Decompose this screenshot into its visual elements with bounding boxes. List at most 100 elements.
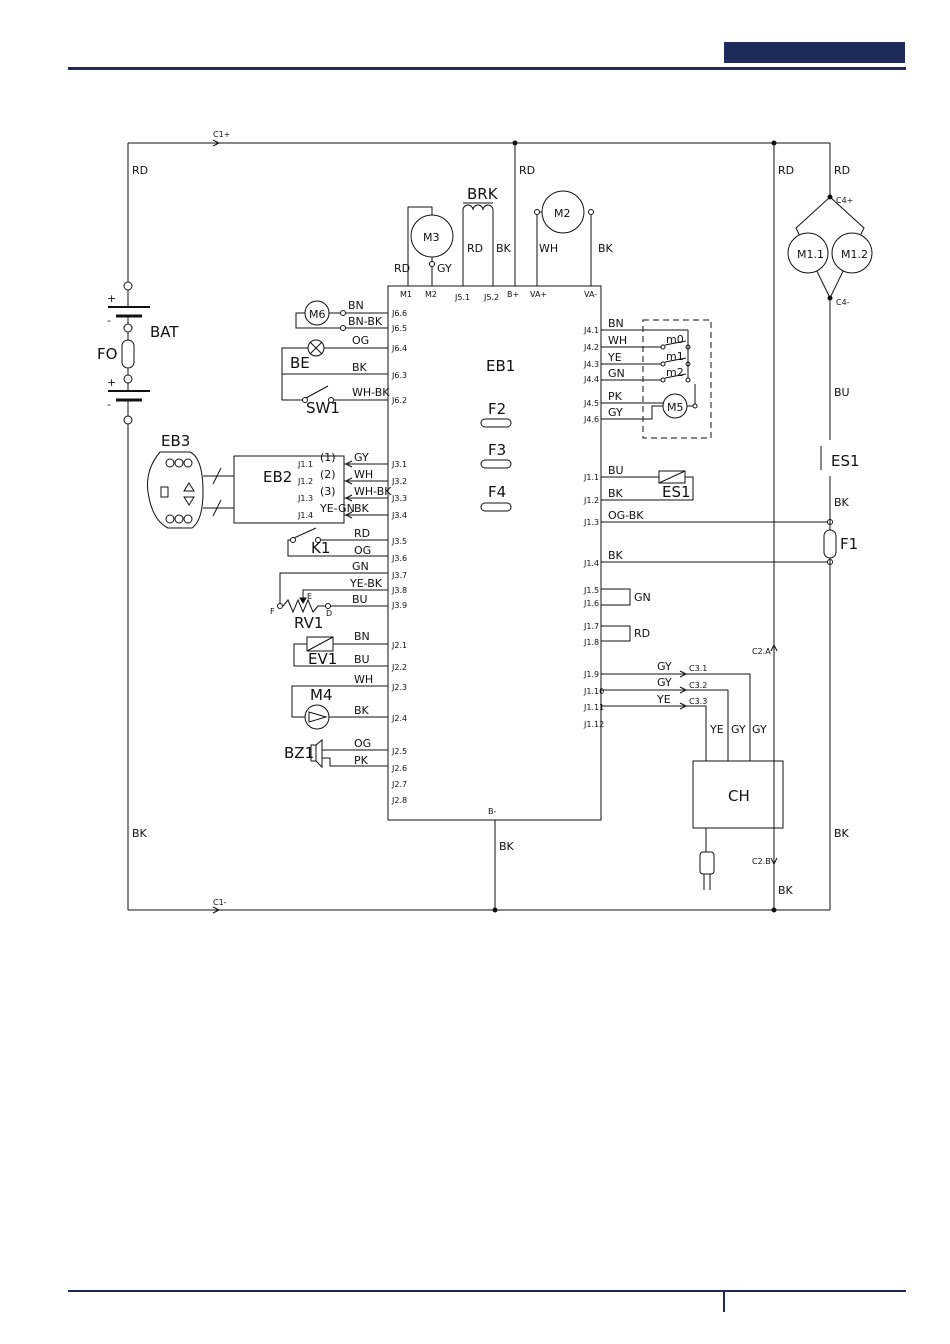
svg-text:YE-BK: YE-BK (349, 577, 383, 590)
svg-text:WH: WH (354, 673, 373, 686)
brake-brk: BRK RD BK (462, 185, 512, 286)
svg-text:CH: CH (728, 787, 750, 805)
svg-text:J2.1: J2.1 (391, 641, 407, 650)
svg-text:RD: RD (467, 242, 483, 255)
svg-text:BK: BK (496, 242, 512, 255)
svg-text:OG-BK: OG-BK (608, 509, 644, 522)
svg-text:RD: RD (394, 262, 410, 275)
svg-text:M3: M3 (423, 231, 440, 244)
svg-text:J2.4: J2.4 (391, 714, 407, 723)
svg-text:F4: F4 (488, 483, 506, 501)
svg-text:J5.1: J5.1 (454, 293, 470, 302)
svg-text:OG: OG (352, 334, 369, 347)
pump-m4: M4 WH BK (291, 673, 388, 730)
svg-text:+: + (107, 292, 116, 305)
svg-text:J4.6: J4.6 (583, 415, 599, 424)
svg-text:BK: BK (778, 884, 794, 897)
svg-text:BZ1: BZ1 (284, 744, 314, 762)
svg-text:J3.5: J3.5 (391, 537, 407, 546)
svg-text:RD: RD (778, 164, 794, 177)
svg-text:ES1: ES1 (662, 483, 691, 501)
svg-text:-: - (107, 314, 111, 327)
battery: + - + - BAT FO (97, 281, 179, 425)
svg-text:VA-: VA- (584, 290, 597, 299)
svg-text:BK: BK (834, 496, 850, 509)
valve-ev1: BN BU EV1 (293, 630, 388, 668)
svg-text:WH-BK: WH-BK (352, 386, 390, 399)
potentiometer-rv1: GN YE-BK BU F E D RV1 (270, 560, 388, 632)
svg-text:D: D (326, 609, 332, 618)
right-connector-pins: J4.1 J4.2 J4.3 J4.4 J4.5 J4.6 J1.1 J1.2 … (583, 326, 604, 729)
svg-text:(3): (3) (320, 485, 336, 498)
svg-text:GY: GY (608, 406, 623, 419)
svg-text:F1: F1 (840, 535, 858, 553)
svg-text:BK: BK (499, 840, 515, 853)
svg-text:J1.3: J1.3 (297, 494, 313, 503)
svg-text:BK: BK (608, 487, 624, 500)
svg-text:GY: GY (354, 451, 369, 464)
svg-text:K1: K1 (311, 539, 330, 557)
svg-text:B+: B+ (507, 290, 519, 299)
svg-text:M1: M1 (400, 290, 412, 299)
svg-text:BK: BK (834, 827, 850, 840)
svg-text:PK: PK (354, 754, 369, 767)
svg-text:J1.11: J1.11 (583, 703, 604, 712)
svg-text:J5.2: J5.2 (483, 293, 499, 302)
svg-text:J1.2: J1.2 (583, 496, 599, 505)
svg-text:GY: GY (657, 676, 672, 689)
svg-text:J4.4: J4.4 (583, 375, 599, 384)
svg-text:YE: YE (607, 351, 622, 364)
svg-text:BK: BK (354, 704, 370, 717)
remote-eb3: EB3 (147, 432, 234, 529)
svg-text:F: F (270, 607, 275, 616)
svg-text:J2.8: J2.8 (391, 796, 407, 805)
svg-text:M2: M2 (554, 207, 571, 220)
svg-text:J1.5: J1.5 (583, 586, 599, 595)
svg-text:J4.5: J4.5 (583, 399, 599, 408)
svg-text:ES1: ES1 (831, 452, 860, 470)
svg-text:J2.5: J2.5 (391, 747, 407, 756)
svg-text:(2): (2) (320, 468, 336, 481)
svg-text:WH-BK: WH-BK (354, 485, 392, 498)
svg-text:J6.5: J6.5 (391, 324, 407, 333)
svg-text:BRK: BRK (467, 185, 499, 203)
svg-text:C3.1: C3.1 (689, 664, 707, 673)
svg-text:YE-GN: YE-GN (319, 502, 355, 515)
svg-text:J1.2: J1.2 (297, 477, 313, 486)
svg-text:J2.6: J2.6 (391, 764, 407, 773)
traction-motors: M1.1 M1.2 C4+ C4- RD (787, 143, 873, 307)
svg-text:J3.1: J3.1 (391, 460, 407, 469)
svg-text:BN: BN (348, 299, 364, 312)
svg-text:OG: OG (354, 737, 371, 750)
svg-text:M1.1: M1.1 (797, 248, 824, 261)
svg-text:E: E (307, 592, 312, 601)
svg-text:m0: m0 (666, 333, 684, 346)
svg-text:J4.2: J4.2 (583, 343, 599, 352)
motor-m6: M6 BN BN-BK (295, 299, 388, 331)
header-bar (724, 42, 905, 63)
svg-text:BK: BK (132, 827, 148, 840)
charger-wiring: GY GY YE C3.1 C3.2 C3.3 YE GY GY (601, 660, 767, 761)
svg-text:GN: GN (352, 560, 369, 573)
svg-text:WH: WH (354, 468, 373, 481)
svg-text:-: - (107, 398, 111, 411)
svg-text:J3.6: J3.6 (391, 554, 407, 563)
svg-text:BK: BK (354, 502, 370, 515)
svg-text:+: + (107, 376, 116, 389)
svg-text:OG: OG (354, 544, 371, 557)
svg-text:J3.9: J3.9 (391, 601, 407, 610)
speed-selector: m0 m1 m2 BN WH YE GN M5 PK GY (601, 317, 712, 439)
svg-text:J1.7: J1.7 (583, 622, 599, 631)
svg-text:SW1: SW1 (306, 399, 340, 417)
module-eb2: EB2 J1.1 J1.2 J1.3 J1.4 (1) (2) (3) GY W… (233, 451, 392, 524)
svg-text:EB3: EB3 (161, 432, 190, 450)
svg-text:FO: FO (97, 345, 117, 363)
svg-text:C3.3: C3.3 (689, 697, 707, 706)
svg-text:J1.10: J1.10 (583, 687, 604, 696)
svg-text:J1.8: J1.8 (583, 638, 599, 647)
svg-text:BK: BK (352, 361, 368, 374)
svg-text:J1.4: J1.4 (297, 511, 313, 520)
svg-text:J1.6: J1.6 (583, 599, 599, 608)
svg-text:RD: RD (634, 627, 650, 640)
